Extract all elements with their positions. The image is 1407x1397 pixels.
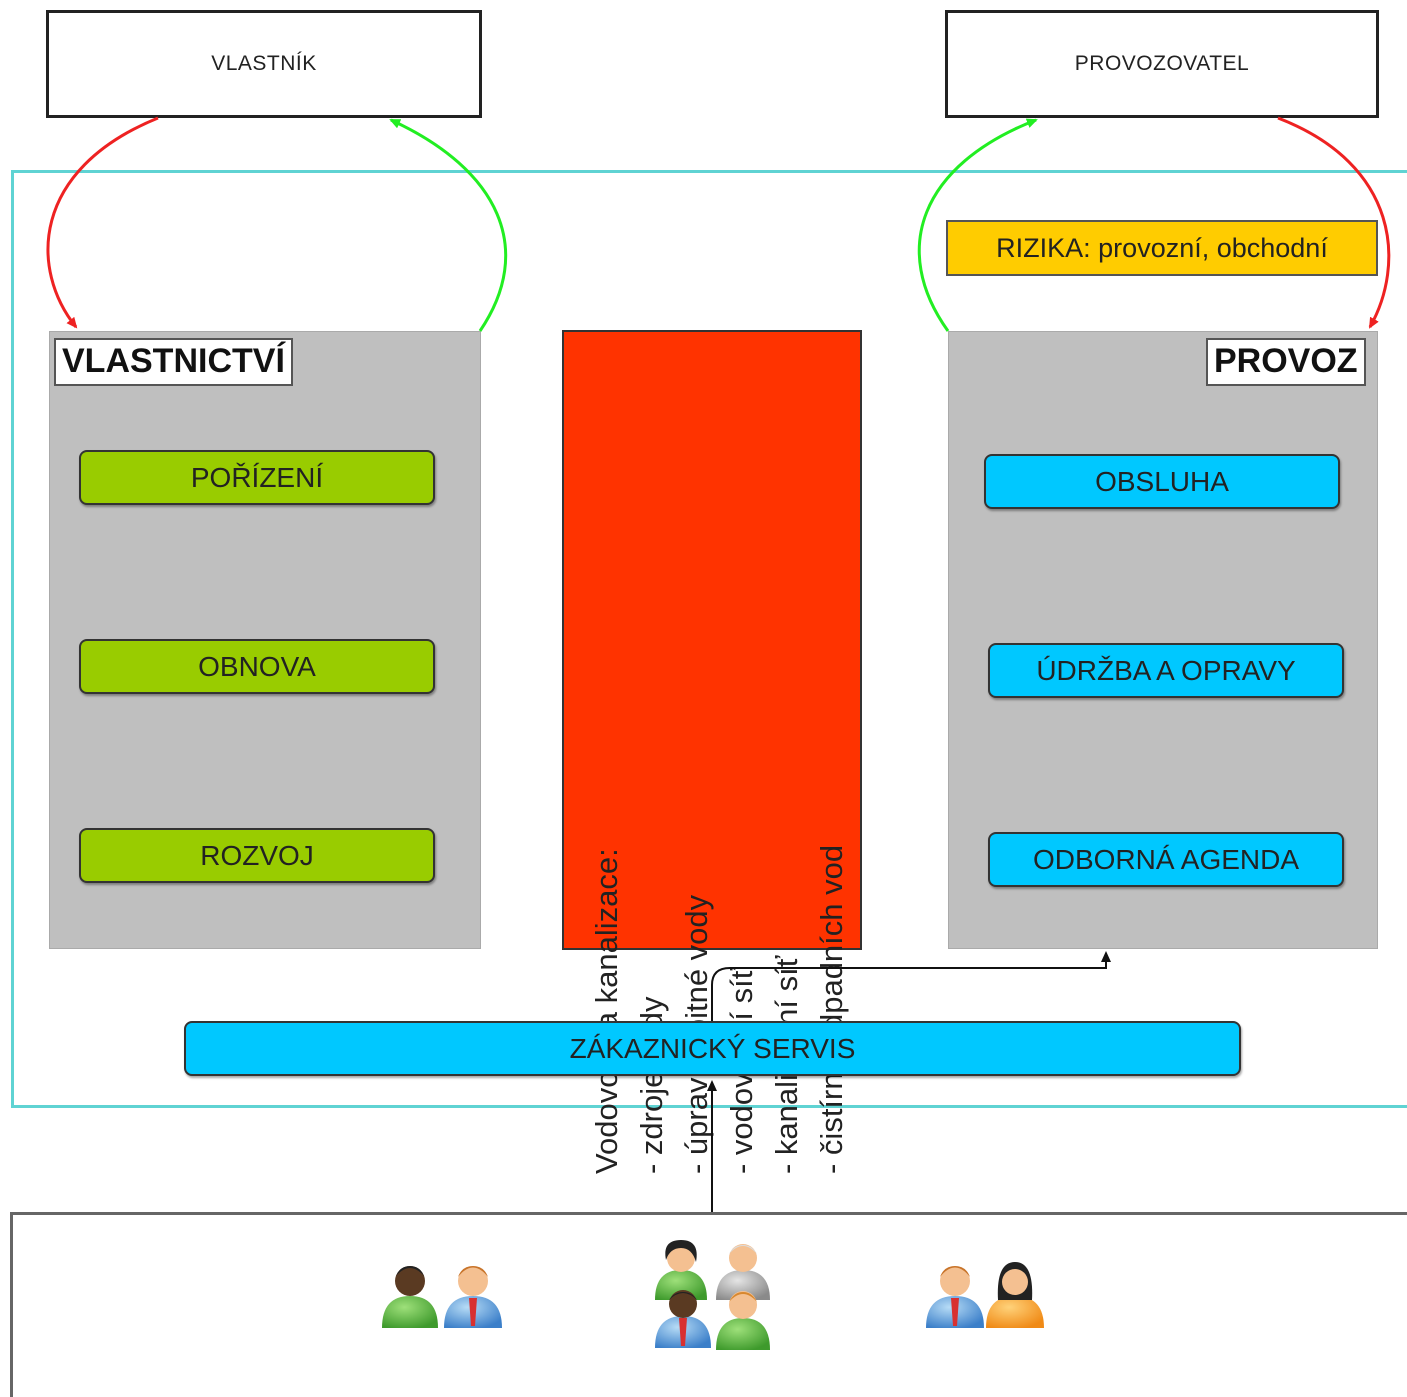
owner-to-ownership-arrow — [46, 116, 159, 329]
person-pair-icon — [926, 1262, 1044, 1328]
operation-item-maintenance[interactable]: ÚDRŽBA A OPRAVY — [988, 643, 1344, 698]
operation-to-operator-arrow — [917, 118, 1038, 332]
operation-item-label: ODBORNÁ AGENDA — [1032, 843, 1300, 875]
ownership-item-label: ROZVOJ — [200, 839, 314, 871]
ownership-item-label: POŘÍZENÍ — [190, 461, 324, 493]
operation-item-label: ÚDRŽBA A OPRAVY — [1036, 654, 1296, 686]
operator-label: PROVOZOVATEL — [1074, 52, 1250, 75]
ownership-item-development[interactable]: ROZVOJ — [79, 828, 435, 883]
operation-item-agenda[interactable]: ODBORNÁ AGENDA — [988, 832, 1344, 887]
ownership-item-renewal[interactable]: OBNOVA — [79, 639, 435, 694]
people-group-icon — [655, 1240, 770, 1350]
ownership-item-label: OBNOVA — [198, 650, 316, 682]
ownership-title: VLASTNICTVÍ — [54, 338, 293, 386]
operation-item-service[interactable]: OBSLUHA — [984, 454, 1340, 509]
customers-box — [10, 1212, 1407, 1397]
customer-service-bar[interactable]: ZÁKAZNICKÝ SERVIS — [184, 1021, 1241, 1076]
infrastructure-block: Vodovody a kanalizace: - zdroje vody - ú… — [562, 330, 862, 1174]
operator-box: PROVOZOVATEL — [945, 10, 1379, 118]
risk-note: RIZIKA: provozní, obchodní — [946, 220, 1378, 276]
operation-title: PROVOZ — [1206, 338, 1366, 386]
owner-label: VLASTNÍK — [211, 52, 317, 75]
service-to-operation-arrow — [711, 951, 1111, 1021]
owner-box: VLASTNÍK — [46, 10, 482, 118]
person-pair-icon — [382, 1266, 502, 1328]
ownership-to-owner-arrow — [389, 118, 508, 332]
organization-frame — [11, 170, 1407, 1108]
ownership-item-acquisition[interactable]: POŘÍZENÍ — [79, 450, 435, 505]
operator-to-operation-arrow — [1277, 116, 1391, 329]
customer-service-label: ZÁKAZNICKÝ SERVIS — [569, 1032, 856, 1064]
risk-label: RIZIKA: provozní, obchodní — [996, 232, 1328, 263]
operation-item-label: OBSLUHA — [1095, 465, 1229, 497]
